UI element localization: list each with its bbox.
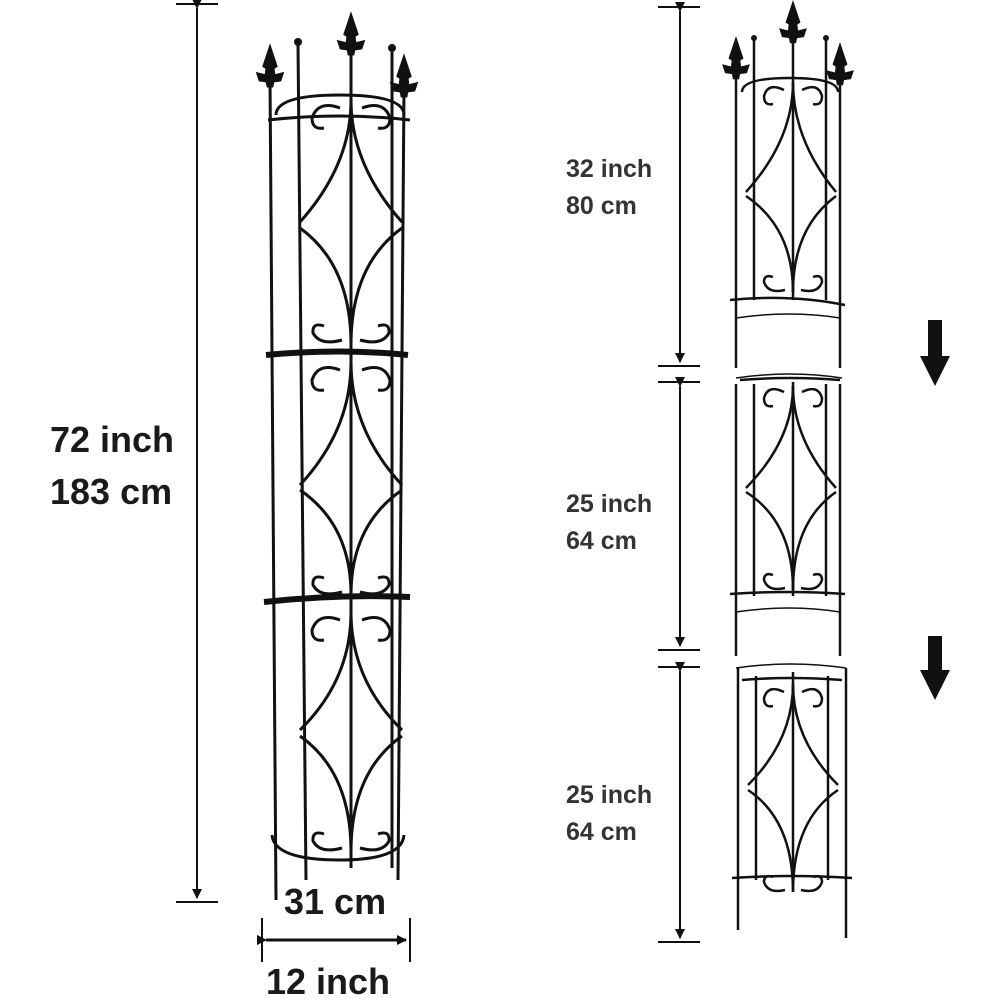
- width-cm-label: 31 cm: [284, 881, 387, 922]
- finial-icon: [390, 56, 418, 98]
- section-dimensions: [658, 2, 700, 943]
- connector-1-2: [735, 313, 843, 379]
- section-3-panel: [731, 668, 853, 938]
- finial-icon: [337, 14, 365, 56]
- section-3-cm-label: 64 cm: [566, 818, 637, 846]
- assembled-trellis: [256, 14, 418, 901]
- height-cm-label: 183 cm: [50, 471, 173, 512]
- section-2-panel: [729, 376, 846, 656]
- section-1-cm-label: 80 cm: [566, 192, 637, 220]
- height-inch-label: 72 inch: [50, 419, 175, 460]
- finial-icon: [256, 46, 284, 88]
- width-dimension: [257, 918, 411, 962]
- finial-icon: [722, 38, 750, 80]
- finial-icon: [779, 2, 807, 44]
- height-dimension: [176, 0, 218, 903]
- section-2-cm-label: 64 cm: [566, 527, 637, 555]
- connector-2-3: [735, 607, 847, 669]
- section-1-inch-label: 32 inch: [566, 155, 653, 183]
- down-arrow-icon: [920, 636, 950, 700]
- width-inch-label: 12 inch: [266, 961, 391, 1002]
- finial-icon: [826, 44, 854, 86]
- section-2-inch-label: 25 inch: [566, 490, 653, 518]
- section-3-inch-label: 25 inch: [566, 781, 653, 809]
- down-arrow-icon: [920, 320, 950, 386]
- section-1-panel: [722, 2, 854, 368]
